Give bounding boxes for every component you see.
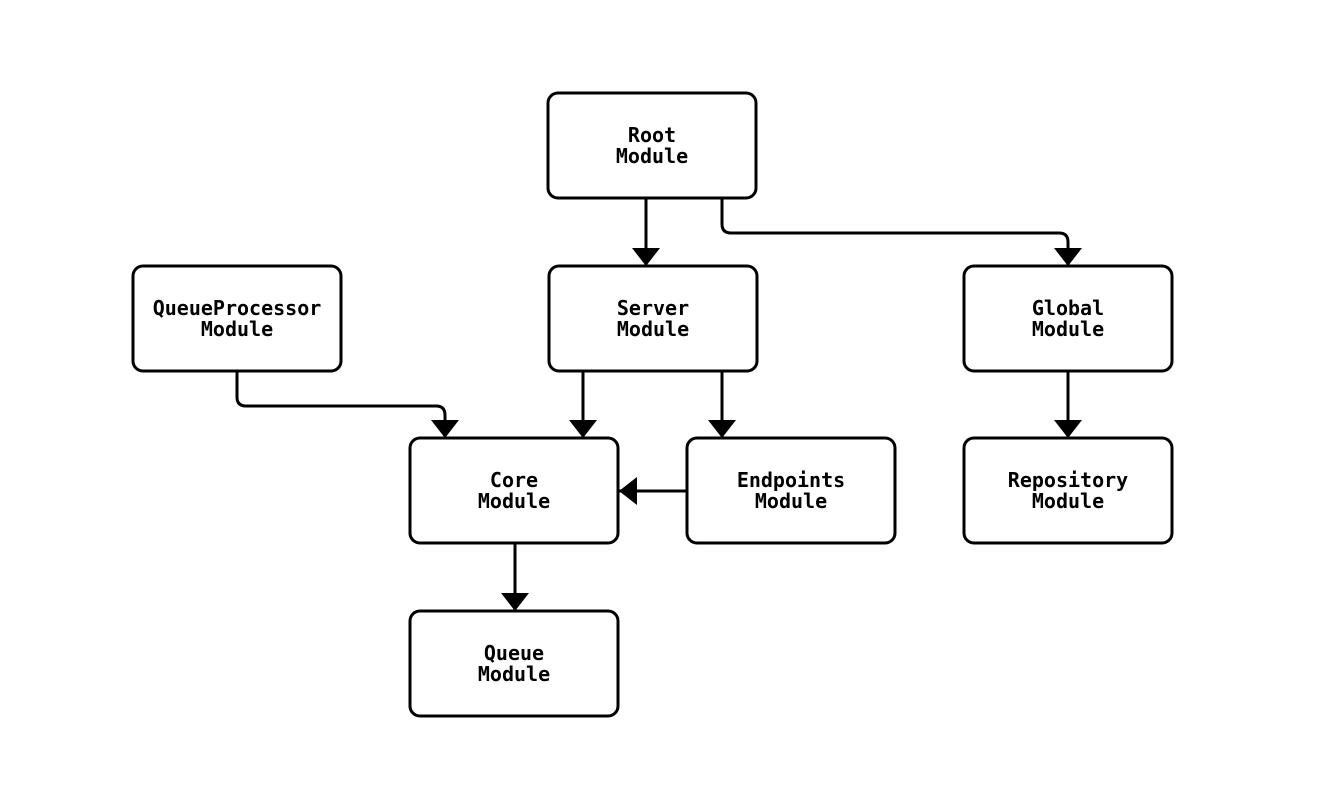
node-root-box xyxy=(546,91,758,200)
node-server-label-line-2: Module xyxy=(617,317,689,341)
node-global-box xyxy=(962,264,1174,373)
node-core-label-line-2: Module xyxy=(478,489,550,513)
node-core-box xyxy=(408,436,620,545)
node-repository-label-line-2: Module xyxy=(1032,489,1104,513)
node-core-label-line-1: Core xyxy=(490,468,538,492)
node-global-label-line-2: Module xyxy=(1032,317,1104,341)
node-queueprocessor-label-line-1: QueueProcessor xyxy=(153,296,322,320)
node-endpoints-box xyxy=(685,436,897,545)
node-queueprocessor-label-line-2: Module xyxy=(201,317,273,341)
node-queue-label-line-2: Module xyxy=(478,662,550,686)
node-queue-label-line-1: Queue xyxy=(484,641,544,665)
node-queueprocessor-box xyxy=(131,264,343,373)
node-repository-label-line-1: Repository xyxy=(1008,468,1128,492)
edge-root-to-global xyxy=(720,196,1082,268)
node-endpoints-label-line-2: Module xyxy=(755,489,827,513)
edge-queueprocessor-to-core xyxy=(235,369,459,440)
node-server-label-line-1: Server xyxy=(617,296,689,320)
node-root-label-line-1: Root xyxy=(628,123,676,147)
node-server-box xyxy=(547,264,759,373)
node-endpoints-label-line-1: Endpoints xyxy=(737,468,845,492)
node-repository-box xyxy=(962,436,1174,545)
node-queue-box xyxy=(408,609,620,718)
node-global-label-line-1: Global xyxy=(1032,296,1104,320)
node-root-label-line-2: Module xyxy=(616,144,688,168)
